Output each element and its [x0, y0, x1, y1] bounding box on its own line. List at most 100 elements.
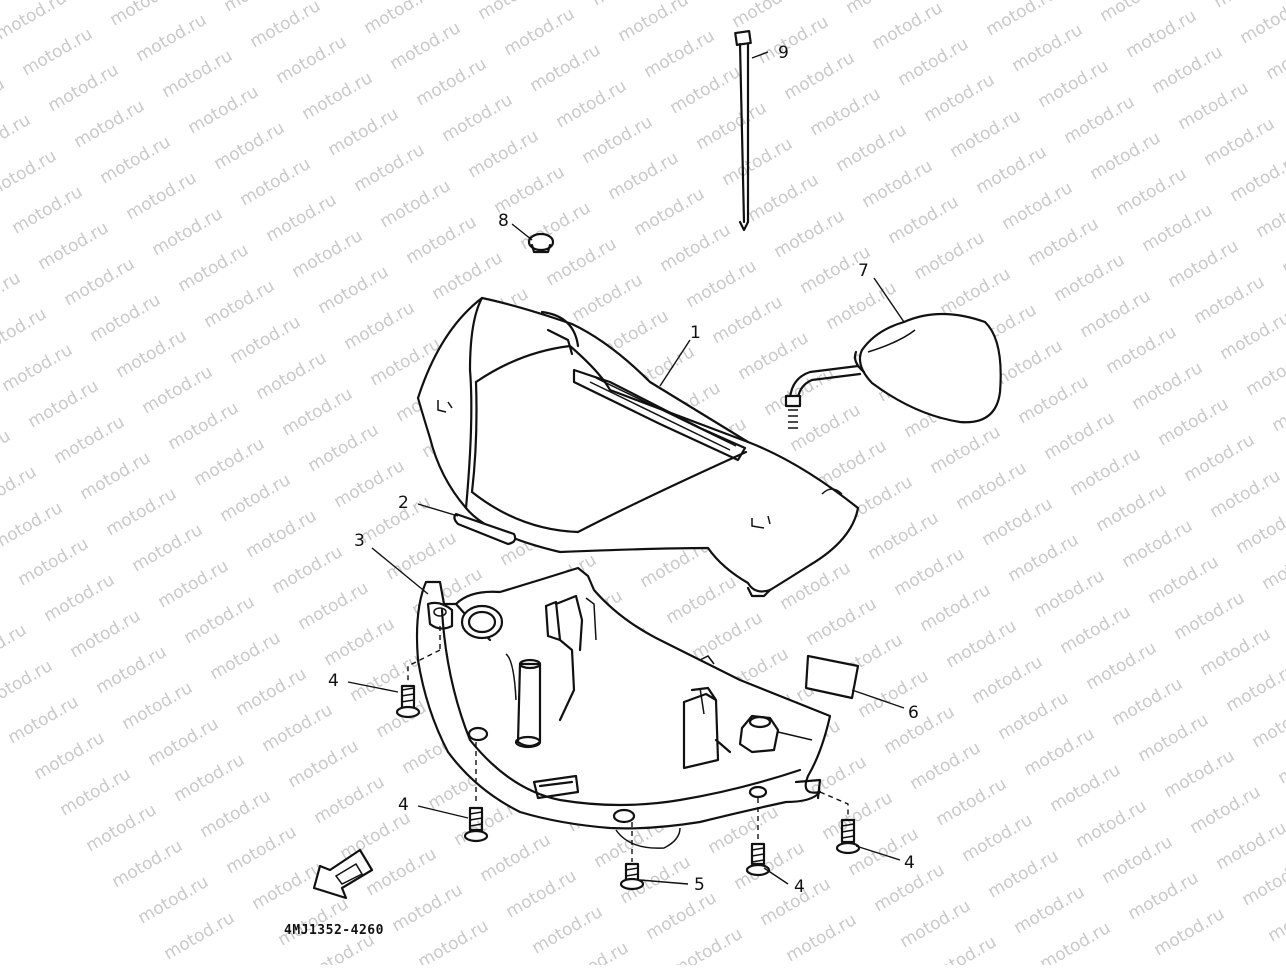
watermark-text: motod.ru — [943, 616, 1021, 672]
watermark-text: motod.ru — [83, 800, 161, 856]
watermark-text: motod.ru — [543, 234, 621, 290]
watermark-text: motod.ru — [103, 484, 181, 540]
watermark-text: motod.ru — [295, 578, 373, 634]
watermark-text: motod.ru — [57, 764, 135, 820]
watermark-text: motod.ru — [527, 40, 605, 96]
watermark-text: motod.ru — [347, 650, 425, 706]
watermark-text: motod.ru — [1139, 200, 1217, 256]
watermark-text: motod.ru — [383, 528, 461, 584]
watermark-text: motod.ru — [783, 910, 861, 965]
watermark-text: motod.ru — [1067, 444, 1145, 500]
watermark-text: motod.ru — [93, 642, 171, 698]
watermark-text: motod.ru — [833, 120, 911, 176]
watermark-text: motod.ru — [429, 248, 507, 304]
watermark-text: motod.ru — [1037, 918, 1115, 965]
watermark-text: motod.ru — [233, 664, 311, 720]
watermark-text: motod.ru — [1181, 430, 1259, 486]
watermark-text: motod.ru — [865, 508, 943, 564]
watermark-text: motod.ru — [403, 212, 481, 268]
watermark-text: motod.ru — [937, 264, 1015, 320]
callout-1: 1 — [690, 323, 701, 343]
watermark-text: motod.ru — [911, 228, 989, 284]
watermark-text: motod.ru — [579, 112, 657, 168]
watermark-text: motod.ru — [1223, 660, 1286, 716]
watermark-text: motod.ru — [35, 218, 113, 274]
watermark-text: motod.ru — [477, 830, 555, 886]
watermark-text: motod.ru — [781, 48, 859, 104]
watermark-text: motod.ru — [1165, 236, 1243, 292]
watermark-text: motod.ru — [51, 412, 129, 468]
watermark-text: motod.ru — [693, 98, 771, 154]
watermark-text: motod.ru — [1175, 78, 1253, 134]
watermark-text: motod.ru — [185, 82, 263, 138]
watermark-text: motod.ru — [1021, 724, 1099, 780]
watermark-text: motod.ru — [657, 220, 735, 276]
watermark-text: motod.ru — [995, 688, 1073, 744]
watermark-text: motod.ru — [1057, 602, 1135, 658]
watermark-text: motod.ru — [1123, 6, 1201, 62]
grommet-part — [529, 234, 553, 252]
watermark-text: motod.ru — [5, 692, 83, 748]
watermark-text: motod.ru — [917, 580, 995, 636]
watermark-text: motod.ru — [1025, 214, 1103, 270]
watermark-text: motod.ru — [985, 846, 1063, 902]
watermark-text: motod.ru — [181, 592, 259, 648]
watermark-text: motod.ru — [331, 456, 409, 512]
watermark-text: motod.ru — [503, 866, 581, 922]
watermark-text: motod.ru — [361, 0, 439, 38]
watermark-text: motod.ru — [439, 90, 517, 146]
watermark-text: motod.ru — [465, 126, 543, 182]
callout-9: 9 — [778, 43, 789, 63]
watermark-text: motod.ru — [165, 398, 243, 454]
watermark-text: motod.ru — [15, 534, 93, 590]
watermark-text: motod.ru — [129, 520, 207, 576]
watermark-text: motod.ru — [139, 362, 217, 418]
watermark-text: motod.ru — [1233, 502, 1286, 558]
watermark-text: motod.ru — [669, 924, 747, 965]
watermark-text: motod.ru — [197, 786, 275, 842]
watermark-text: motod.ru — [145, 714, 223, 770]
mirror-part — [786, 314, 1001, 428]
watermark-text: motod.ru — [569, 270, 647, 326]
watermark-text: motod.ru — [243, 506, 321, 562]
watermark-text: motod.ru — [227, 312, 305, 368]
watermark-text: motod.ru — [667, 62, 745, 118]
watermark-text: motod.ru — [553, 76, 631, 132]
watermark-text: motod.ru — [881, 702, 959, 758]
callout-8: 8 — [498, 211, 509, 231]
watermark-text: motod.ru — [1099, 832, 1177, 888]
watermark-text: motod.ru — [315, 262, 393, 318]
watermark-text: motod.ru — [683, 256, 761, 312]
watermark-text: motod.ru — [211, 118, 289, 174]
watermark-text: motod.ru — [1125, 868, 1203, 924]
watermark-text: motod.ru — [885, 192, 963, 248]
watermark-text: motod.ru — [285, 736, 363, 792]
watermark-text: motod.ru — [1253, 186, 1286, 242]
watermark-text: motod.ru — [897, 896, 975, 952]
watermark-text: motod.ru — [953, 458, 1031, 514]
watermark-text: motod.ru — [175, 240, 253, 296]
watermark-text: motod.ru — [1197, 624, 1275, 680]
watermark-text: motod.ru — [247, 0, 325, 52]
watermark-text: motod.ru — [969, 652, 1047, 708]
watermark-text: motod.ru — [1009, 20, 1087, 76]
watermark-text: motod.ru — [745, 170, 823, 226]
watermark-text: motod.ru — [1073, 796, 1151, 852]
watermark-text: motod.ru — [87, 290, 165, 346]
watermark-text: motod.ru — [289, 226, 367, 282]
watermark-text: motod.ru — [709, 292, 787, 348]
watermark-text: motod.ru — [1015, 372, 1093, 428]
watermark-text: motod.ru — [135, 872, 213, 928]
watermark-text: motod.ru — [155, 556, 233, 612]
watermark-text: motod.ru — [947, 106, 1025, 162]
watermark-text: motod.ru — [907, 738, 985, 794]
watermark-text: motod.ru — [1093, 480, 1171, 536]
watermark-text: motod.ru — [325, 104, 403, 160]
watermark-text: motod.ru — [357, 492, 435, 548]
watermark-text: motod.ru — [0, 656, 56, 712]
watermark-text: motod.ru — [113, 326, 191, 382]
watermark-text: motod.ru — [119, 678, 197, 734]
watermark-text: motod.ru — [123, 168, 201, 224]
watermark-text: motod.ru — [269, 542, 347, 598]
